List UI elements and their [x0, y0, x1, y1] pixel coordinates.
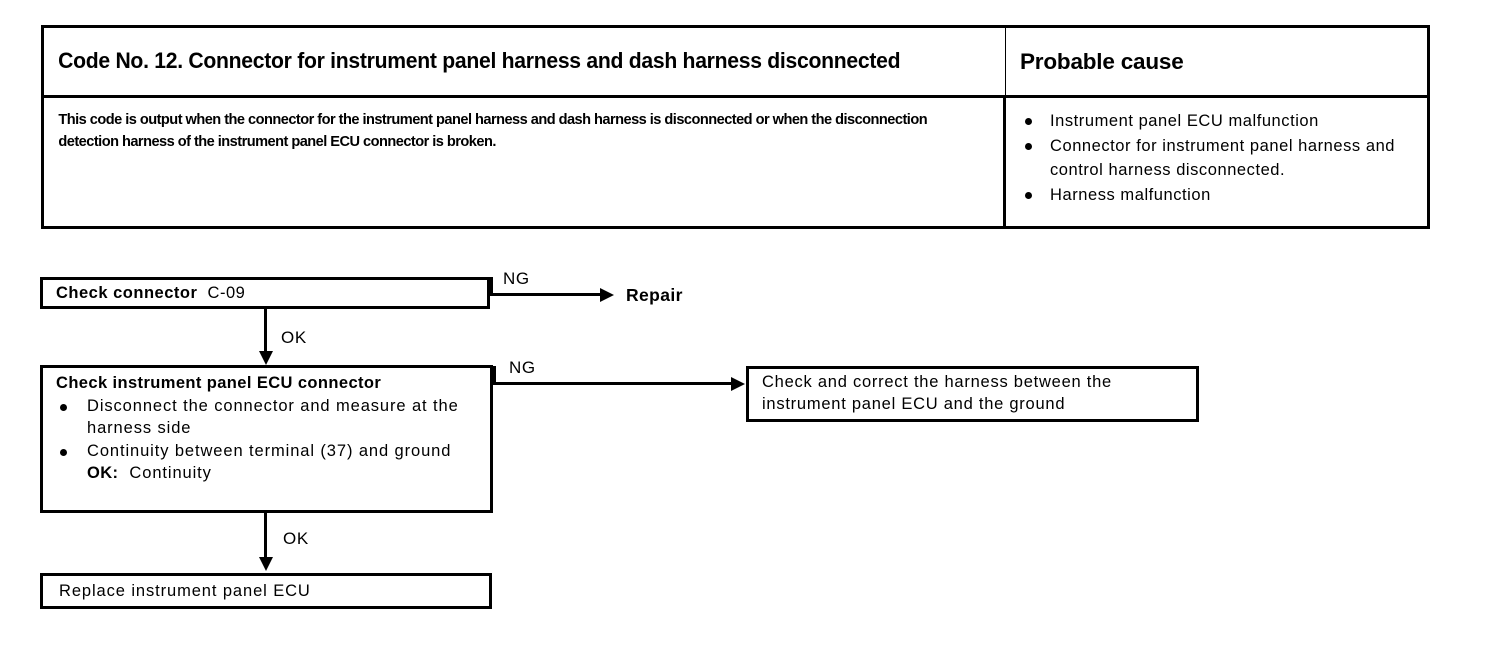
probable-cause-title: Probable cause — [1020, 48, 1184, 74]
list-item: Harness malfunction — [1024, 183, 1419, 207]
label-ok-box2: OK — [283, 529, 309, 548]
box-check-connector-text: Check connector C-09 — [43, 284, 245, 303]
arrowhead-box1-to-repair — [600, 288, 614, 302]
flowchart-box-replace-ecu: Replace instrument panel ECU — [40, 573, 492, 609]
box-check-ecu-bullet-list: Disconnect the connector and measure at … — [56, 396, 482, 463]
box-check-connector-lead: Check connector — [56, 283, 198, 302]
box-check-ecu-ok-lead: OK: — [87, 464, 119, 483]
probable-cause-header-cell: Probable cause — [1006, 28, 1427, 95]
arrowhead-box1-to-box2 — [258, 351, 273, 365]
list-item: Instrument panel ECU malfunction — [1024, 109, 1419, 133]
code-title: Code No. 12. Connector for instrument pa… — [58, 48, 901, 74]
arrowhead-box2-to-box4 — [258, 557, 273, 571]
flowchart-box-check-connector: Check connector C-09 — [40, 277, 490, 309]
flowchart-box-check-correct-harness: Check and correct the harness between th… — [746, 366, 1199, 422]
label-ng-box1: NG — [503, 269, 530, 288]
table-header-row: Code No. 12. Connector for instrument pa… — [44, 28, 1427, 98]
label-repair: Repair — [626, 285, 683, 305]
code-description: This code is output when the connector f… — [58, 111, 928, 150]
connector-box2-ng-vertical — [493, 366, 496, 384]
box-check-ecu-ok-criteria: OK: Continuity — [56, 463, 482, 485]
connector-box1-ng-vertical — [490, 277, 493, 295]
description-cell: This code is output when the connector f… — [44, 98, 1006, 226]
list-item: Connector for instrument panel harness a… — [1024, 134, 1419, 182]
box-check-connector-value-spacer — [197, 284, 207, 302]
connector-box1-ng-horizontal — [490, 293, 602, 296]
box-check-connector-value: C-09 — [207, 283, 246, 302]
list-item: Disconnect the connector and measure at … — [56, 396, 482, 440]
table-body-row: This code is output when the connector f… — [44, 98, 1427, 226]
probable-cause-list: Instrument panel ECU malfunction Connect… — [1006, 98, 1427, 208]
probable-cause-cell: Instrument panel ECU malfunction Connect… — [1006, 98, 1427, 226]
connector-box2-ok-vertical — [264, 513, 267, 559]
label-ok-box1: OK — [281, 328, 307, 347]
flowchart-box-check-ecu-connector: Check instrument panel ECU connector Dis… — [40, 365, 493, 513]
box-check-ecu-ok-spacer — [118, 464, 129, 482]
box-check-correct-harness-text: Check and correct the harness between th… — [762, 373, 1112, 413]
box-check-ecu-title: Check instrument panel ECU connector — [56, 374, 382, 392]
connector-box2-ng-horizontal — [493, 382, 733, 385]
list-item: Continuity between terminal (37) and gro… — [56, 441, 482, 463]
box-check-ecu-ok-value: Continuity — [129, 464, 212, 483]
arrowhead-box2-to-box3 — [731, 376, 745, 391]
connector-box1-ok-vertical — [264, 309, 267, 353]
code-title-cell: Code No. 12. Connector for instrument pa… — [44, 28, 1006, 95]
diagnostic-trouble-code-table: Code No. 12. Connector for instrument pa… — [41, 25, 1430, 229]
box-replace-ecu-text: Replace instrument panel ECU — [59, 581, 311, 600]
label-ng-box2: NG — [509, 358, 536, 377]
